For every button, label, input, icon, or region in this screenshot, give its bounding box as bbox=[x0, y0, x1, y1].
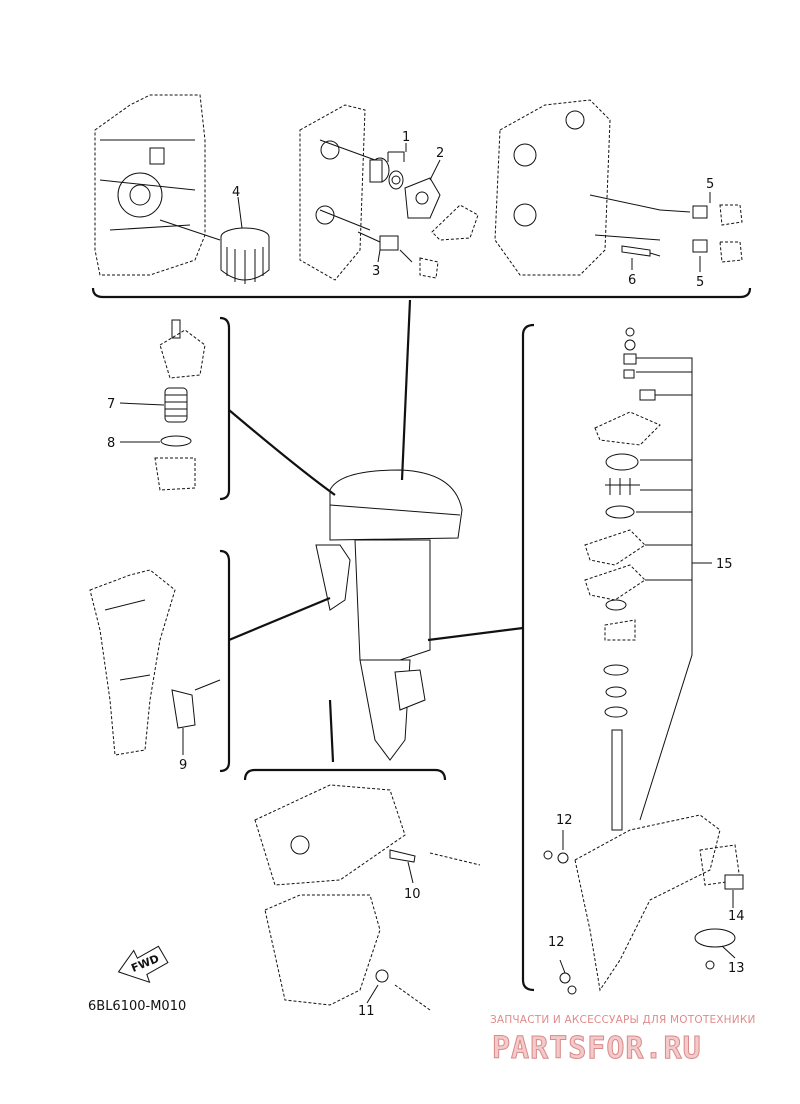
callout-12-upper: 12 bbox=[556, 813, 573, 828]
oil-filter-part bbox=[220, 227, 270, 284]
cylinder-head-right bbox=[494, 99, 661, 276]
callout-leaders bbox=[119, 143, 736, 1004]
callout-12-lower: 12 bbox=[548, 935, 565, 950]
outboard-motor bbox=[315, 469, 463, 761]
fuel-joint-part bbox=[159, 319, 206, 379]
bottom-middle-panel-frame bbox=[243, 768, 447, 781]
drain-plug-11-part bbox=[375, 969, 431, 1011]
leader-lines bbox=[228, 299, 524, 763]
relief-valve-part bbox=[357, 231, 439, 279]
callout-14: 14 bbox=[728, 909, 745, 924]
lower-unit-part bbox=[574, 599, 741, 992]
trim-anode-13-part bbox=[694, 928, 736, 970]
filter-cup-part bbox=[154, 457, 196, 491]
spark-plug-part bbox=[621, 245, 661, 257]
anode-lower-part bbox=[692, 239, 743, 263]
exhaust-manifold-part bbox=[254, 784, 406, 886]
callout-3: 3 bbox=[372, 264, 380, 279]
gasket-part bbox=[404, 177, 441, 219]
bolt-12-part bbox=[543, 850, 577, 995]
fuel-filter-part bbox=[164, 387, 188, 423]
watermark-brand: PARTSFOR.RU bbox=[492, 1031, 702, 1066]
right-panel-frame bbox=[521, 323, 535, 992]
cylinder-head-middle bbox=[299, 104, 376, 281]
callout-9: 9 bbox=[179, 758, 187, 773]
callout-1: 1 bbox=[402, 130, 410, 145]
callout-2: 2 bbox=[436, 146, 444, 161]
callout-15: 15 bbox=[716, 557, 733, 572]
engine-block-left bbox=[94, 94, 221, 276]
anode-14-part bbox=[724, 874, 744, 890]
drain-plug-10-part bbox=[389, 849, 481, 866]
left-middle-panel-frame bbox=[219, 549, 231, 773]
callout-4: 4 bbox=[232, 185, 240, 200]
thermostat-part bbox=[369, 157, 404, 190]
watermark-subtitle: ЗАПЧАСТИ И АКСЕССУАРЫ ДЛЯ МОТОТЕХНИКИ bbox=[490, 1014, 756, 1026]
callout-6: 6 bbox=[628, 273, 636, 288]
diagram-code: 6BL6100-M010 bbox=[88, 999, 186, 1014]
callout-11: 11 bbox=[358, 1004, 375, 1019]
top-panel-frame bbox=[91, 287, 752, 299]
thermostat-cover-part bbox=[431, 204, 479, 241]
callout-5-lower: 5 bbox=[696, 275, 704, 290]
callout-8: 8 bbox=[107, 436, 115, 451]
trim-tab-part bbox=[171, 679, 221, 729]
fwd-arrow-icon bbox=[117, 945, 169, 984]
o-ring-part bbox=[160, 435, 192, 447]
callout-7: 7 bbox=[107, 397, 115, 412]
callout-5-upper: 5 bbox=[706, 177, 714, 192]
water-pump-kit bbox=[584, 327, 712, 821]
left-upper-panel-frame bbox=[219, 316, 231, 501]
bracket-part bbox=[89, 569, 176, 756]
callout-13: 13 bbox=[728, 961, 745, 976]
callout-10: 10 bbox=[404, 887, 421, 902]
oil-pan-part bbox=[264, 894, 381, 1006]
anode-upper-part bbox=[659, 204, 743, 226]
